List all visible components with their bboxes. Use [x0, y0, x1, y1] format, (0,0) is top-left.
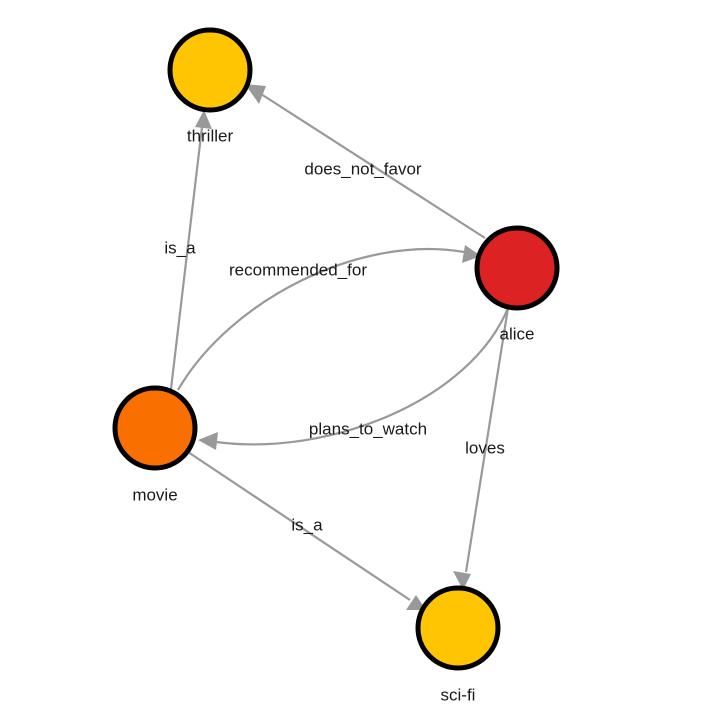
- edge-label-is-a-movie-scifi: is_a: [291, 515, 323, 534]
- arrow-head-plans-to-watch: [198, 432, 218, 450]
- arrow-head-is-a-movie-thriller: [195, 110, 212, 129]
- edge-line-is-a-movie-thriller: [169, 126, 204, 390]
- edge-line-loves: [464, 307, 510, 573]
- edge-line-recommended-for: [177, 247, 465, 391]
- node-circle-sci-fi[interactable]: [415, 585, 501, 671]
- edge-label-recommended-for: recommended_for: [229, 260, 367, 279]
- node-circle-movie[interactable]: [112, 385, 198, 471]
- edge-label-does-not-favor: does_not_favor: [304, 159, 422, 178]
- node-thriller[interactable]: thriller: [167, 27, 253, 145]
- node-label-thriller: thriller: [187, 126, 234, 145]
- node-label-movie: movie: [132, 485, 177, 504]
- arrow-head-does-not-favor: [245, 84, 266, 104]
- edge-label-loves: loves: [465, 438, 505, 457]
- node-circle-alice[interactable]: [474, 225, 560, 311]
- node-label-alice: alice: [500, 324, 535, 343]
- edges-layer: [169, 84, 510, 610]
- edge-is-a-movie-scifi[interactable]: [187, 451, 426, 610]
- edge-is-a-movie-thriller[interactable]: [169, 110, 212, 390]
- node-sci-fi[interactable]: sci-fi: [415, 585, 501, 704]
- arrow-head-recommended-for: [462, 245, 481, 263]
- edge-label-is-a-movie-thriller: is_a: [164, 238, 196, 257]
- node-movie[interactable]: movie: [112, 385, 198, 504]
- arrow-head-is-a-movie-scifi: [406, 595, 426, 610]
- node-circle-thriller[interactable]: [167, 27, 253, 113]
- nodes-layer: thriller alice movie sci-fi: [112, 27, 560, 704]
- edge-label-plans-to-watch: plans_to_watch: [309, 419, 427, 438]
- edge-recommended-for[interactable]: [177, 245, 481, 391]
- arrow-head-loves: [453, 571, 471, 590]
- node-label-sci-fi: sci-fi: [441, 685, 476, 704]
- edge-line-is-a-movie-scifi: [187, 451, 411, 601]
- edge-line-does-not-favor: [260, 93, 486, 239]
- edge-plans-to-watch[interactable]: [198, 307, 510, 450]
- edge-does-not-favor[interactable]: [245, 84, 486, 239]
- edge-loves[interactable]: [453, 307, 510, 590]
- node-alice[interactable]: alice: [474, 225, 560, 343]
- edge-labels-layer: does_not_favor is_a recommended_for plan…: [164, 159, 504, 534]
- edge-line-plans-to-watch: [215, 307, 510, 446]
